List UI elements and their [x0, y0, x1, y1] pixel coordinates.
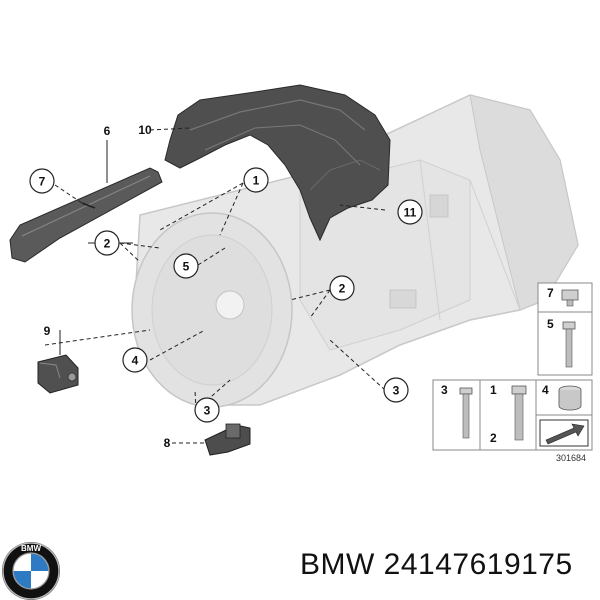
arrow-icon — [539, 419, 589, 447]
svg-text:4: 4 — [542, 383, 549, 397]
svg-text:6: 6 — [104, 124, 111, 138]
bolt-icon-5 — [562, 321, 576, 368]
spacer-icon-4 — [558, 385, 582, 411]
mount-part-9 — [37, 354, 79, 394]
bracket-part-8 — [204, 423, 251, 456]
svg-text:7: 7 — [39, 175, 46, 189]
callout-3-right: 3 — [383, 377, 409, 403]
svg-text:10: 10 — [138, 123, 152, 137]
callout-10: 10 — [138, 123, 152, 137]
callout-2-left: 2 — [94, 230, 120, 256]
svg-text:1: 1 — [490, 383, 497, 397]
leader-lines — [44, 127, 386, 444]
callout-5: 5 — [173, 253, 199, 279]
svg-text:2: 2 — [490, 431, 497, 445]
bolt-icon-3 — [459, 387, 473, 439]
svg-text:8: 8 — [164, 436, 171, 450]
heat-shield — [164, 84, 391, 242]
svg-text:4: 4 — [132, 354, 139, 368]
part-number-label: BMW 24147619175 — [300, 548, 573, 581]
svg-text:5: 5 — [547, 317, 554, 331]
callout-2-right: 2 — [329, 275, 355, 301]
bolt-icon-7 — [561, 289, 579, 307]
svg-text:9: 9 — [44, 324, 51, 338]
callout-9: 9 — [44, 324, 51, 338]
callout-6: 6 — [104, 124, 111, 138]
callout-8: 8 — [164, 436, 171, 450]
callout-1: 1 — [243, 167, 269, 193]
svg-text:BMW: BMW — [21, 544, 41, 553]
callout-3-bottom: 3 — [194, 397, 220, 423]
callout-11: 11 — [397, 199, 423, 225]
svg-text:3: 3 — [441, 383, 448, 397]
bmw-logo: BMW — [2, 542, 60, 600]
callout-7: 7 — [29, 168, 55, 194]
svg-text:3: 3 — [204, 404, 211, 418]
bolt-icon-1 — [511, 385, 527, 441]
bracket-part-6 — [9, 167, 163, 263]
svg-text:7: 7 — [547, 286, 554, 300]
svg-text:5: 5 — [183, 260, 190, 274]
callout-4: 4 — [122, 347, 148, 373]
fastener-legend-upper: 7 5 — [537, 282, 593, 376]
svg-text:3: 3 — [393, 384, 400, 398]
svg-text:2: 2 — [339, 282, 346, 296]
svg-text:11: 11 — [404, 206, 417, 220]
svg-text:2: 2 — [104, 237, 111, 251]
reference-number: 301684 — [556, 453, 586, 463]
fastener-legend-lower: 3 1 2 4 — [432, 379, 593, 451]
svg-text:1: 1 — [253, 174, 260, 188]
